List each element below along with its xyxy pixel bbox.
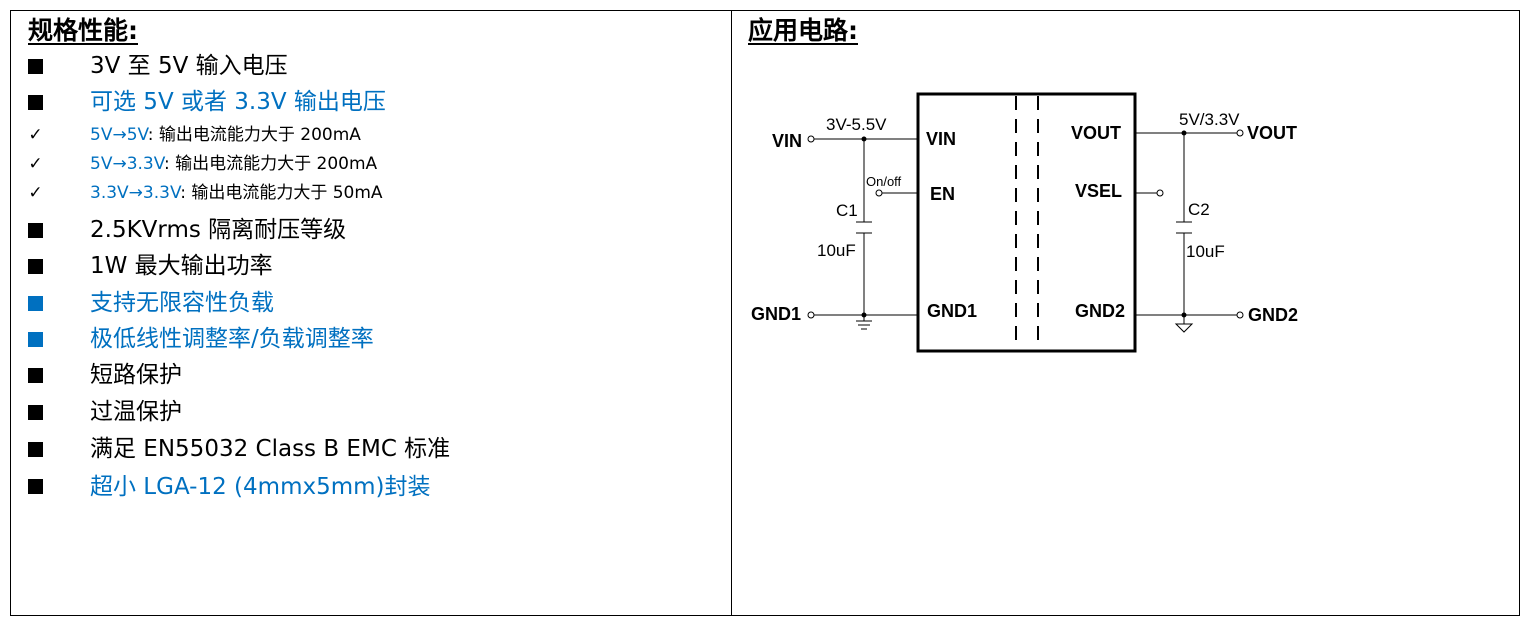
spec-item-text: 极低线性调整率/负载调整率 [90, 326, 374, 352]
square-bullet-icon [28, 404, 43, 420]
ground-icon [856, 315, 872, 330]
spec-heading: 规格性能: [28, 16, 138, 45]
en-terminal [875, 189, 883, 197]
vin-external-label: VIN [772, 131, 802, 151]
current-capability: : 输出电流能力大于 50mA [180, 183, 383, 203]
spec-subitem-text: 5V→3.3V: 输出电流能力大于 200mA [90, 156, 377, 173]
spec-subitem: ✓ [28, 122, 43, 148]
conversion-mode: 3.3V→3.3V [90, 183, 181, 203]
c1-name-label: C1 [836, 201, 858, 220]
spec-item-text: 3V 至 5V 输入电压 [90, 53, 288, 79]
vsel-pin-label: VSEL [1075, 181, 1122, 201]
gnd1-terminal [807, 311, 815, 319]
ic-body [916, 92, 1137, 353]
conversion-mode: 5V→5V [90, 125, 148, 145]
spec-item [28, 213, 43, 247]
vsel-terminal [1156, 189, 1164, 197]
square-bullet-icon [28, 331, 43, 347]
vout-terminal [1236, 129, 1244, 137]
spec-item [28, 322, 43, 356]
spec-item-text: 短路保护 [90, 362, 182, 388]
spec-item-text: 支持无限容性负载 [90, 290, 274, 316]
square-bullet-icon [28, 367, 43, 383]
c2-value-label: 10uF [1186, 242, 1225, 261]
square-bullet-icon [28, 478, 43, 494]
spec-item [28, 358, 43, 392]
vout-range-label: 5V/3.3V [1179, 110, 1240, 129]
spec-item [28, 49, 43, 83]
vin-terminal [807, 135, 815, 143]
spec-item-text: 超小 LGA-12 (4mmx5mm)封装 [90, 474, 431, 500]
spec-item [28, 469, 43, 503]
vin-range-label: 3V-5.5V [826, 115, 887, 134]
spec-subitem-text: 3.3V→3.3V: 输出电流能力大于 50mA [90, 185, 383, 202]
square-bullet-icon [28, 441, 43, 457]
current-capability: : 输出电流能力大于 200mA [147, 125, 361, 145]
square-bullet-icon [28, 58, 43, 74]
gnd1-external-label: GND1 [751, 304, 801, 324]
conversion-mode: 5V→3.3V [90, 154, 164, 174]
vout-external-label: VOUT [1247, 123, 1297, 143]
checkmark-icon: ✓ [28, 183, 43, 203]
gnd2-terminal [1236, 311, 1244, 319]
square-bullet-icon [28, 222, 43, 238]
spec-item [28, 249, 43, 283]
spec-item [28, 286, 43, 320]
spec-item-text: 过温保护 [90, 399, 182, 425]
spec-item [28, 432, 43, 466]
app-heading: 应用电路: [748, 16, 858, 45]
current-capability: : 输出电流能力大于 200mA [163, 154, 378, 174]
spec-item [28, 85, 43, 119]
square-bullet-icon [28, 94, 43, 110]
vout-pin-label: VOUT [1071, 123, 1121, 143]
spec-subitem-text: 5V→5V: 输出电流能力大于 200mA [90, 127, 361, 144]
spec-subitem: ✓ [28, 151, 43, 177]
gnd2-pin-label: GND2 [1075, 301, 1125, 321]
square-bullet-icon [28, 258, 43, 274]
spec-item [28, 395, 43, 429]
gnd1-pin-label: GND1 [927, 301, 977, 321]
checkmark-icon: ✓ [28, 154, 43, 174]
spec-item-text: 1W 最大输出功率 [90, 253, 273, 279]
spec-item-text: 2.5KVrms 隔离耐压等级 [90, 217, 347, 243]
c1-value-label: 10uF [817, 241, 856, 260]
spec-subitem: ✓ [28, 180, 43, 206]
checkmark-icon: ✓ [28, 125, 43, 145]
en-pin-label: EN [930, 184, 955, 204]
vin-pin-label: VIN [926, 129, 956, 149]
column-divider [731, 10, 732, 616]
signal-ground-icon [1174, 315, 1194, 333]
spec-item-text: 可选 5V 或者 3.3V 输出电压 [90, 89, 386, 115]
spec-item-text: 满足 EN55032 Class B EMC 标准 [90, 436, 451, 462]
c2-name-label: C2 [1188, 200, 1210, 219]
outer-frame [10, 10, 1520, 616]
square-bullet-icon [28, 295, 43, 311]
gnd2-external-label: GND2 [1248, 305, 1298, 325]
onoff-label: On/off [866, 174, 902, 189]
